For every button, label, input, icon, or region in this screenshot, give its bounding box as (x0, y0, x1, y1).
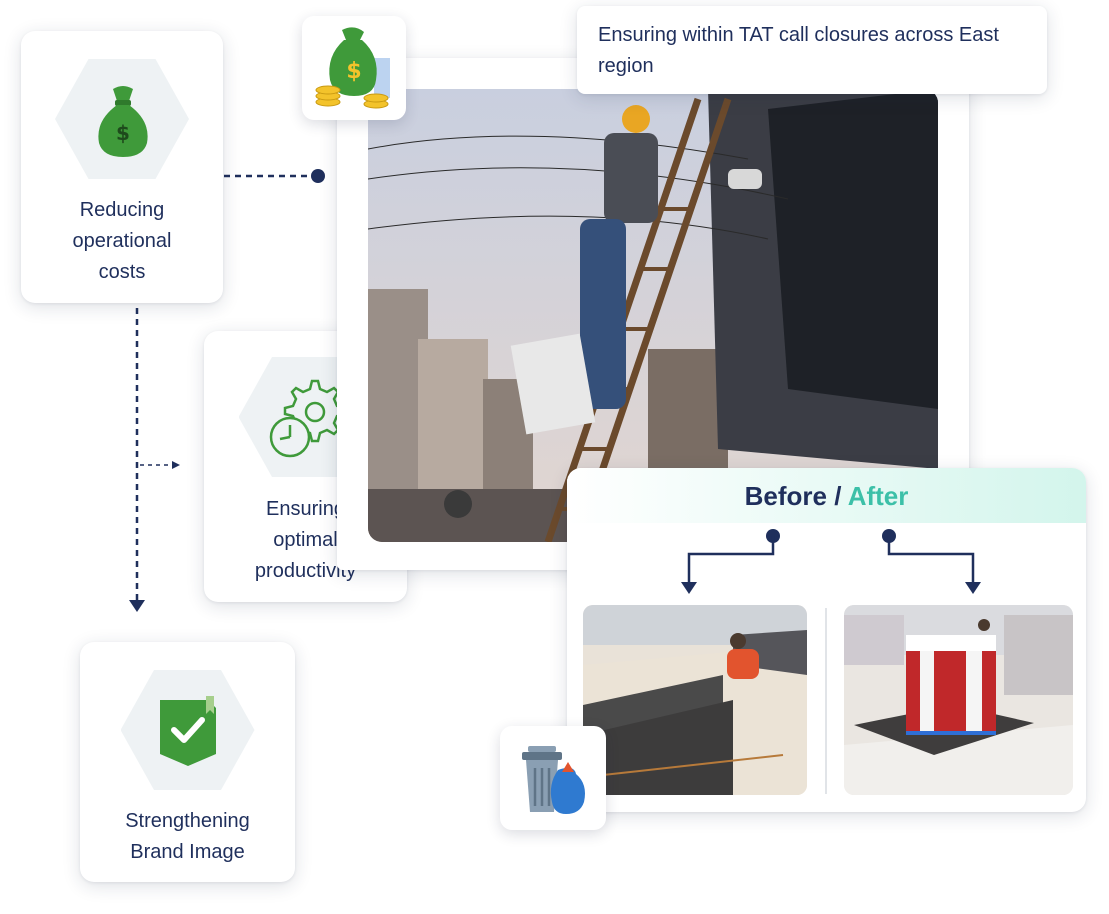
tat-callout: Ensuring within TAT call closures across… (577, 6, 1047, 94)
trash-bin-icon (522, 746, 585, 814)
after-photo (844, 605, 1073, 795)
after-label: After (847, 481, 909, 511)
shield-check-icon (160, 696, 216, 766)
technician-photo (368, 89, 938, 542)
before-after-card: Before / After (567, 468, 1086, 812)
svg-text:$: $ (116, 121, 130, 145)
money-stack-icon: $ (315, 27, 390, 109)
gear-clock-icon (269, 379, 347, 458)
card-label-brand: Strengthening Brand Image (125, 810, 250, 863)
before-photo (583, 605, 807, 795)
trash-tile (500, 726, 606, 830)
before-label: Before (744, 481, 827, 511)
technician-scene (368, 89, 938, 542)
callout-text: Ensuring within TAT call closures across… (598, 24, 999, 77)
money-bag-icon: $ (98, 86, 148, 157)
money-tile: $ (302, 16, 406, 120)
card-label-productivity: Ensuring optimal productivity (254, 498, 357, 582)
title-separator: / (834, 481, 842, 511)
svg-text:$: $ (346, 59, 361, 84)
card-label-reducing: Reducing operational costs (72, 199, 172, 283)
before-after-title: Before / After (567, 481, 1086, 512)
card-brand-image: Strengthening Brand Image (80, 642, 295, 882)
before-after-header (567, 468, 1086, 523)
card-reducing-costs: $ Reducing operational costs (21, 31, 223, 303)
